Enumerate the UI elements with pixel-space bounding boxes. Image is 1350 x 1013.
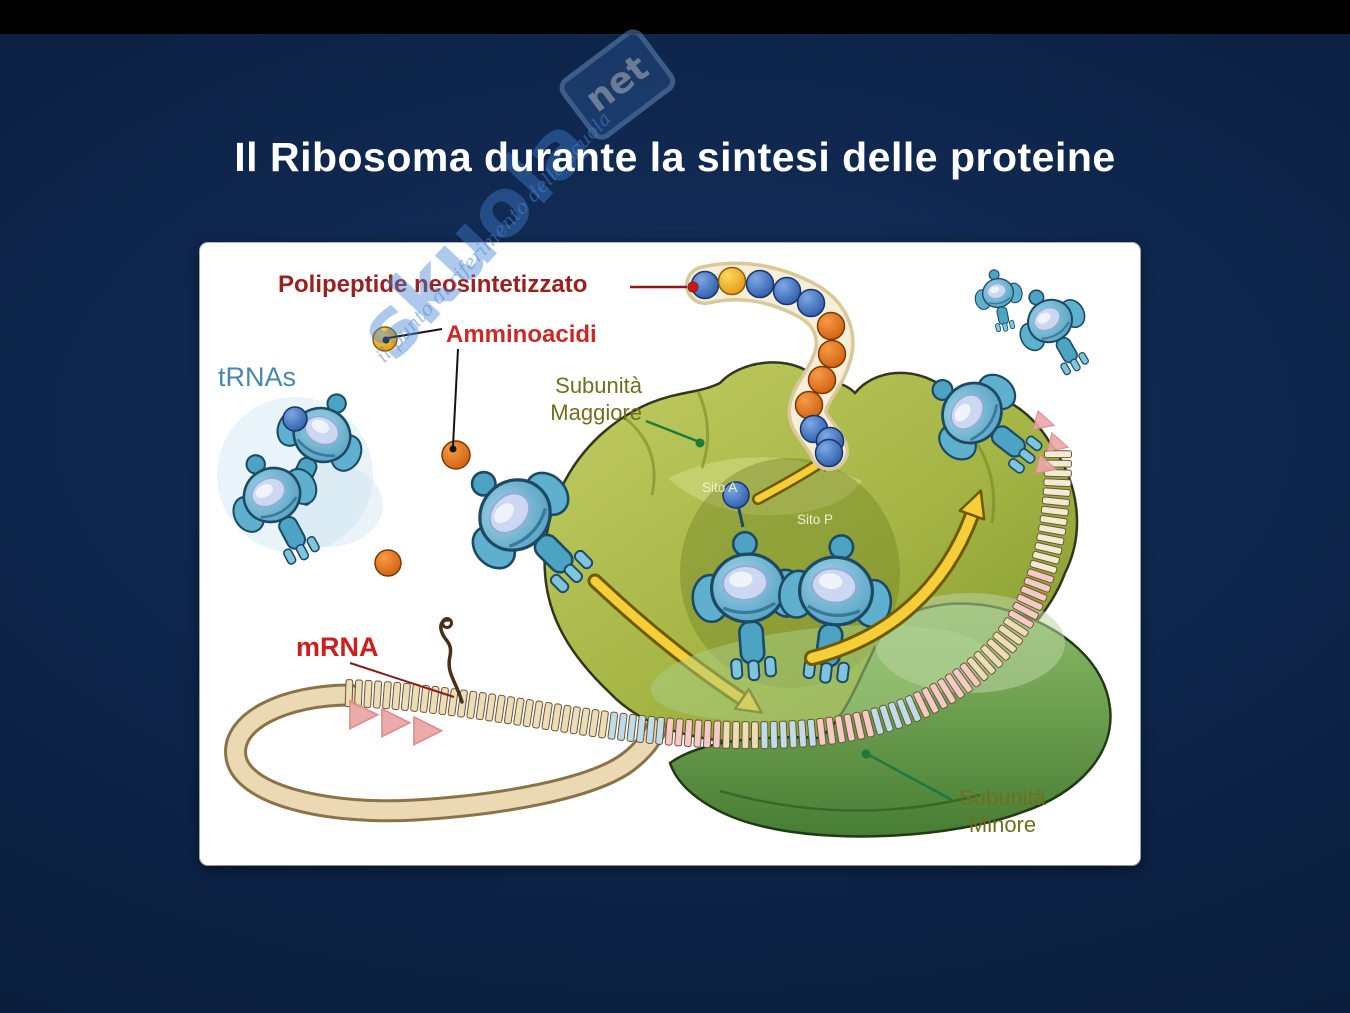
trnas-label: tRNAs xyxy=(218,362,297,392)
mrna-label: mRNA xyxy=(296,632,379,662)
small-subunit-label-line2: Minore xyxy=(968,811,1037,837)
large-subunit-label-line1: Subunità xyxy=(555,373,642,398)
watermark-net-badge: net xyxy=(554,24,681,145)
mrna-hairpin xyxy=(439,617,464,704)
mrna-loop xyxy=(224,683,668,823)
diagram-panel: Sito A Sito P xyxy=(200,243,1140,865)
slide-title: Il Ribosoma durante la sintesi delle pro… xyxy=(234,134,1116,180)
polypeptide-pointer-dot xyxy=(687,281,699,293)
polypeptide-label: Polipeptide neosintetizzato xyxy=(278,271,588,298)
amino-acid-bead-blue xyxy=(722,481,750,509)
annotation-lines xyxy=(349,281,953,802)
large-subunit-pointer-dot xyxy=(695,438,705,448)
site-a-label: Sito A xyxy=(702,480,737,495)
small-subunit-pointer-dot xyxy=(861,749,871,759)
amino-acid-bead-orange xyxy=(374,549,402,577)
small-subunit-label: Subunità Minore xyxy=(945,785,1060,839)
amino-acid-bead-orange xyxy=(441,440,471,470)
trna-molecule-incoming xyxy=(434,434,622,622)
mrna-strand xyxy=(344,450,1072,750)
large-subunit-label-line2: Maggiore xyxy=(550,399,642,425)
small-subunit-label-line1: Subunità xyxy=(959,785,1046,810)
translation-arrow-right xyxy=(804,489,986,666)
top-black-bar xyxy=(0,0,1350,34)
amino-acids-label: Amminoacidi xyxy=(446,321,597,348)
amino-acid-bead-blue xyxy=(282,406,308,432)
polypeptide-chain xyxy=(685,261,855,471)
ribosome-illustration: Sito A Sito P xyxy=(211,261,1112,838)
site-p-label: Sito P xyxy=(797,512,833,527)
trna-molecule-site-a xyxy=(686,481,812,686)
large-subunit-label: Subunità Maggiore xyxy=(530,373,642,427)
